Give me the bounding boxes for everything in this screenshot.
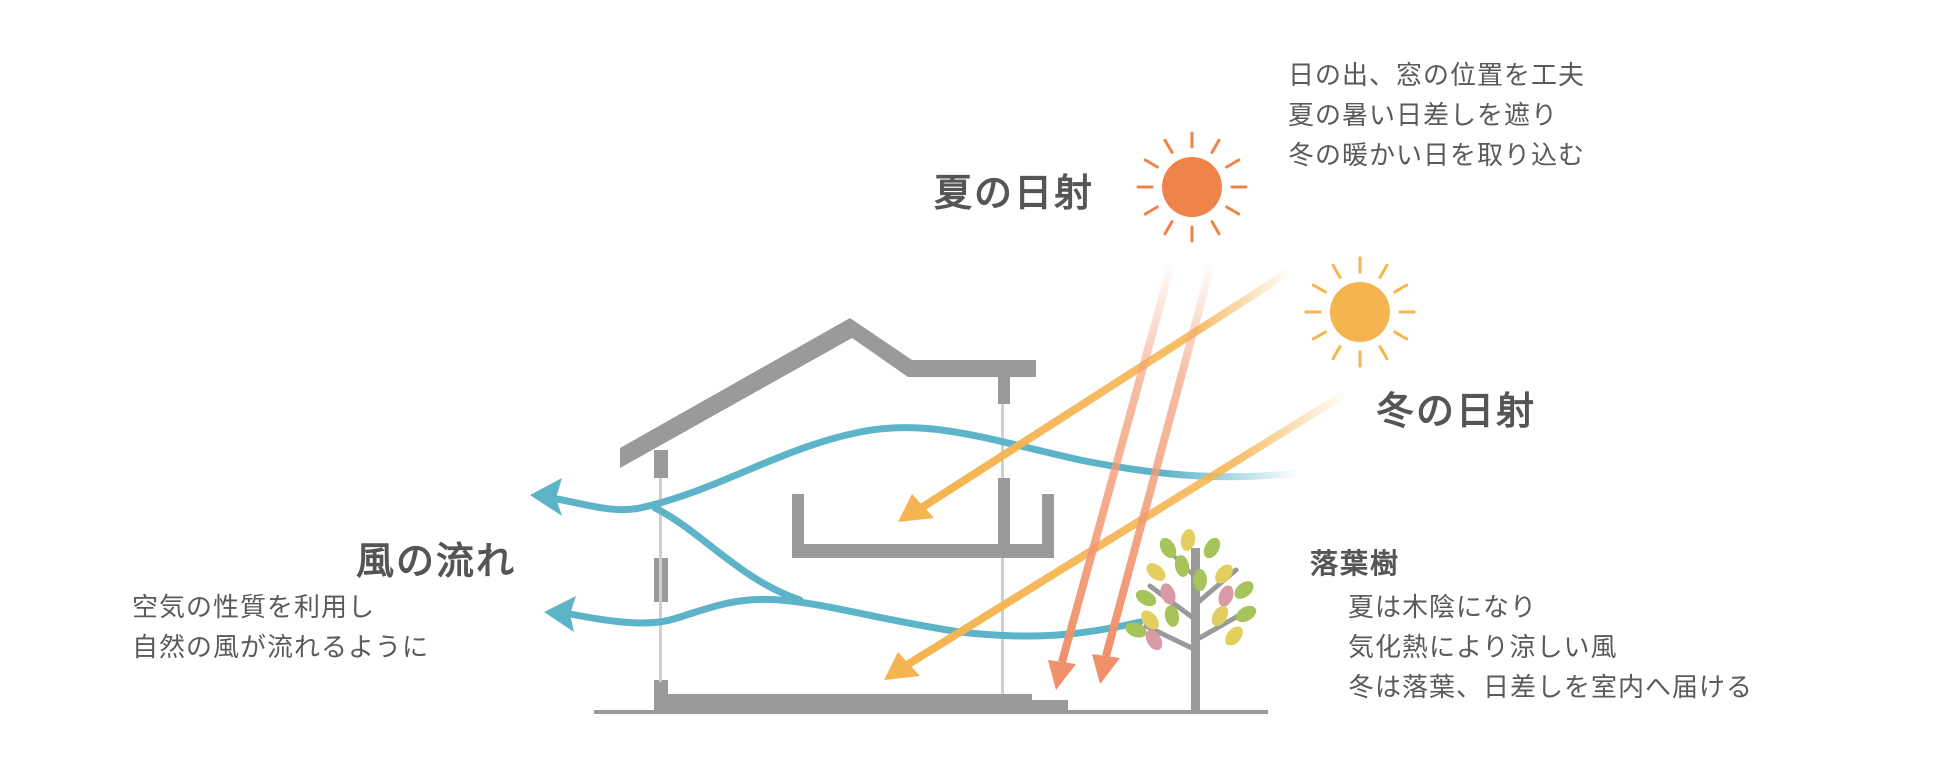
tree-leaf [1218, 585, 1234, 607]
tree-leaf [1193, 569, 1207, 591]
summer-sun-icon [1136, 131, 1248, 243]
summer-ray-right [1102, 260, 1216, 658]
sun-ray [1143, 205, 1159, 216]
winter-ray-lower-arrowhead [884, 652, 920, 680]
tree-leaf [1141, 610, 1159, 630]
wind-arrowhead-upper [530, 478, 562, 516]
summer-ray-left [1058, 260, 1176, 664]
house-left-wall-thin [659, 478, 662, 682]
wind-description-line: 空気の性質を利用し [132, 593, 376, 623]
sun-ray [1225, 158, 1241, 169]
tree-leaf [1164, 605, 1180, 627]
wind-flow [541, 424, 1304, 640]
winter-ray-lower [899, 388, 1351, 672]
sun-ray [1210, 220, 1221, 236]
summer-sun-label: 夏の日射 [934, 171, 1095, 215]
sun-ray [1311, 330, 1327, 341]
house-floor [654, 694, 1032, 712]
wind-arrowhead-lower [544, 596, 576, 632]
house-loft-right-post [1042, 494, 1054, 558]
tree-description: 夏は木陰になり 気化熱により涼しい風 冬は落葉、日差しを室内へ届ける [1348, 588, 1753, 708]
sun-ray [1225, 205, 1241, 216]
sun-ray [1378, 263, 1389, 279]
tree-description-line: 夏は木陰になり [1348, 593, 1538, 623]
house-loft-left-post [792, 494, 804, 558]
sun-note-line: 夏の暑い日差しを遮り [1288, 101, 1559, 131]
sun-ray [1331, 345, 1342, 361]
winter-sun-label: 冬の日射 [1376, 389, 1537, 433]
tree-leaf [1135, 589, 1157, 607]
tree-leaf [1160, 583, 1176, 605]
sun-note: 日の出、窓の位置を工夫 夏の暑い日差しを遮り 冬の暖かい日を取り込む [1288, 56, 1585, 176]
tree-leaf [1225, 626, 1243, 646]
sun-ray [1393, 330, 1409, 341]
sun-ray [1378, 345, 1389, 361]
sun-note-line: 冬の暖かい日を取り込む [1288, 141, 1586, 171]
tree-description-line: 冬は落葉、日差しを室内へ届ける [1348, 673, 1754, 703]
sun-note-line: 日の出、窓の位置を工夫 [1288, 61, 1586, 91]
sun-ray [1163, 220, 1174, 236]
wind-path-lower [556, 595, 1144, 640]
wind-description-line: 自然の風が流れるように [132, 633, 430, 663]
tree-leaf [1174, 555, 1190, 577]
tree-leaf [1125, 622, 1147, 638]
house-floor-step [1030, 700, 1068, 712]
house-section [620, 318, 1068, 712]
sun-ray [1143, 158, 1159, 169]
summer-rays [1058, 260, 1216, 664]
tree-leaf [1235, 605, 1257, 623]
summer-ray-left-arrowhead [1048, 660, 1076, 690]
sun-ray [1331, 263, 1342, 279]
sun-ray [1393, 283, 1409, 294]
sun-ray [1311, 283, 1327, 294]
tree-leaf [1211, 605, 1229, 627]
tree-leaf [1180, 529, 1196, 551]
winter-rays [899, 266, 1351, 672]
tree-leaf [1203, 537, 1221, 559]
house-loft-floor [792, 544, 1054, 558]
winter-ray-upper [915, 266, 1295, 514]
wind-description: 空気の性質を利用し 自然の風が流れるように [132, 588, 429, 668]
winter-ray-upper-arrowhead [898, 494, 934, 522]
sun-ray [1163, 138, 1174, 154]
tree-leaf [1159, 537, 1177, 559]
summer-ray-right-arrowhead [1092, 654, 1120, 684]
sun-ray [1210, 138, 1221, 154]
house-roof [620, 318, 1036, 468]
wind-path-branch [651, 504, 804, 604]
wind-label: 風の流れ [356, 539, 517, 583]
deciduous-tree-icon [1125, 529, 1257, 712]
tree-leaf [1146, 563, 1166, 581]
house-loft-mid-post [998, 478, 1010, 544]
wind-path-upper [541, 424, 1304, 514]
house-left-wall-top [654, 450, 668, 478]
tree-leaf [1234, 581, 1254, 599]
house-right-post-top [998, 370, 1010, 404]
tree-leaf [1215, 564, 1233, 584]
tree-leaf [1145, 629, 1163, 651]
tree-label: 落葉樹 [1310, 547, 1401, 580]
winter-sun-icon [1304, 256, 1416, 368]
tree-description-line: 気化熱により涼しい風 [1348, 633, 1618, 663]
